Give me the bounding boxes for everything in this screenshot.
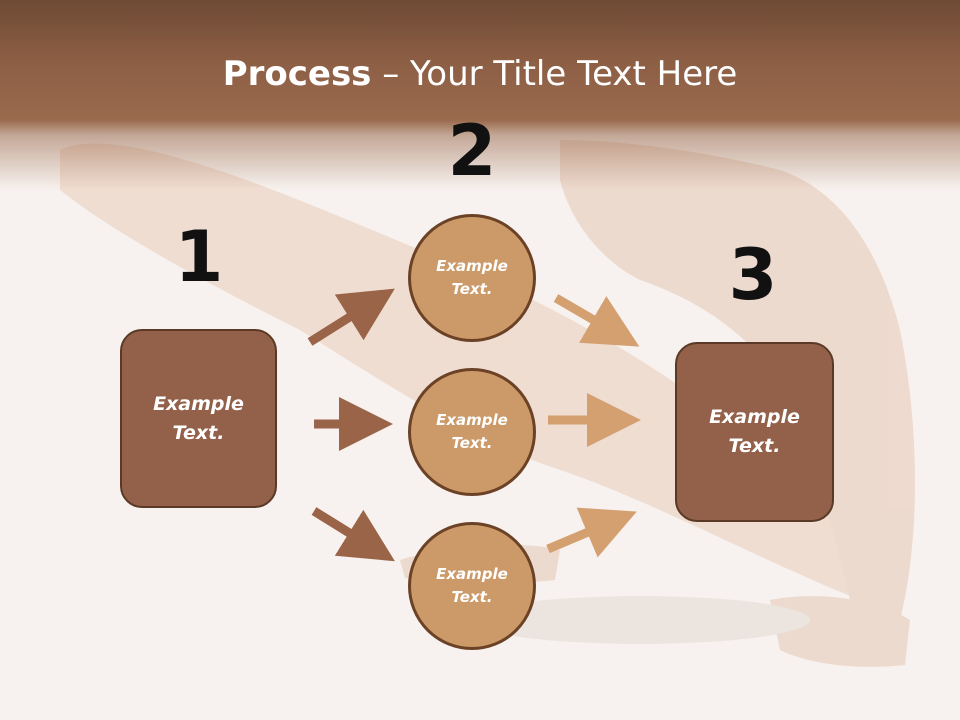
step-number-1: 1 bbox=[174, 216, 224, 298]
step-2-circle-top[interactable]: Example Text. bbox=[408, 214, 536, 342]
arrow-top-to-3 bbox=[553, 294, 640, 347]
title-band bbox=[0, 0, 960, 190]
step-2-circle-middle-text: Example Text. bbox=[436, 411, 508, 452]
arrow-bottom-to-3 bbox=[546, 507, 637, 558]
title-rest: – Your Title Text Here bbox=[371, 54, 738, 94]
arrow-1-to-top bbox=[307, 288, 395, 346]
step-2-circle-top-text: Example Text. bbox=[436, 257, 508, 298]
step-number-2: 2 bbox=[447, 110, 497, 192]
step-2-circle-bottom-text: Example Text. bbox=[436, 565, 508, 606]
step-1-box[interactable]: Example Text. bbox=[120, 329, 277, 508]
step-2-circle-bottom[interactable]: Example Text. bbox=[408, 522, 536, 650]
step-2-circle-middle[interactable]: Example Text. bbox=[408, 368, 536, 496]
title-bold: Process bbox=[222, 54, 372, 94]
step-number-3: 3 bbox=[728, 234, 778, 316]
step-3-text: Example Text. bbox=[709, 406, 800, 457]
arrow-1-to-bottom bbox=[311, 507, 395, 562]
slide-title: Process – Your Title Text Here bbox=[0, 52, 960, 96]
step-1-text: Example Text. bbox=[153, 392, 244, 444]
step-3-box[interactable]: Example Text. bbox=[675, 342, 834, 522]
